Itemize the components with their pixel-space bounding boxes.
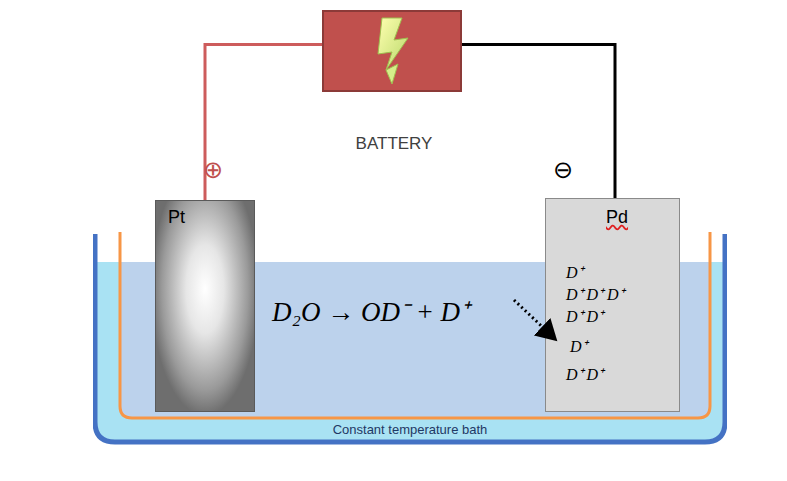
reaction-equation: D₂O → OD⁻ + D⁺ [272, 292, 469, 329]
palladium-electrode: PdD⁺D⁺ D⁺ D⁺D⁺ D⁺D⁺D⁺ D⁺ [545, 198, 680, 412]
battery-wire [462, 44, 615, 198]
platinum-electrode: Pt [155, 200, 255, 412]
battery-box: BATTERY [322, 10, 462, 92]
ion-label: D⁺ [570, 335, 587, 357]
positive-terminal: ⊕ [203, 156, 223, 184]
dotted-arrow [514, 300, 553, 337]
ion-label: D⁺ D⁺ D⁺ [566, 283, 624, 305]
node-label: BATTERY [304, 134, 484, 154]
node-label: Constant temperature bath [93, 421, 727, 438]
node-label: Pd [606, 207, 628, 228]
ion-label: D⁺ D⁺ [566, 363, 603, 385]
negative-terminal: ⊖ [553, 156, 573, 184]
node-label: Pt [168, 207, 185, 228]
ion-label: D⁺ D⁺ [566, 305, 603, 327]
lightning-symbol [324, 12, 460, 90]
ion-label: D⁺ [566, 261, 583, 283]
